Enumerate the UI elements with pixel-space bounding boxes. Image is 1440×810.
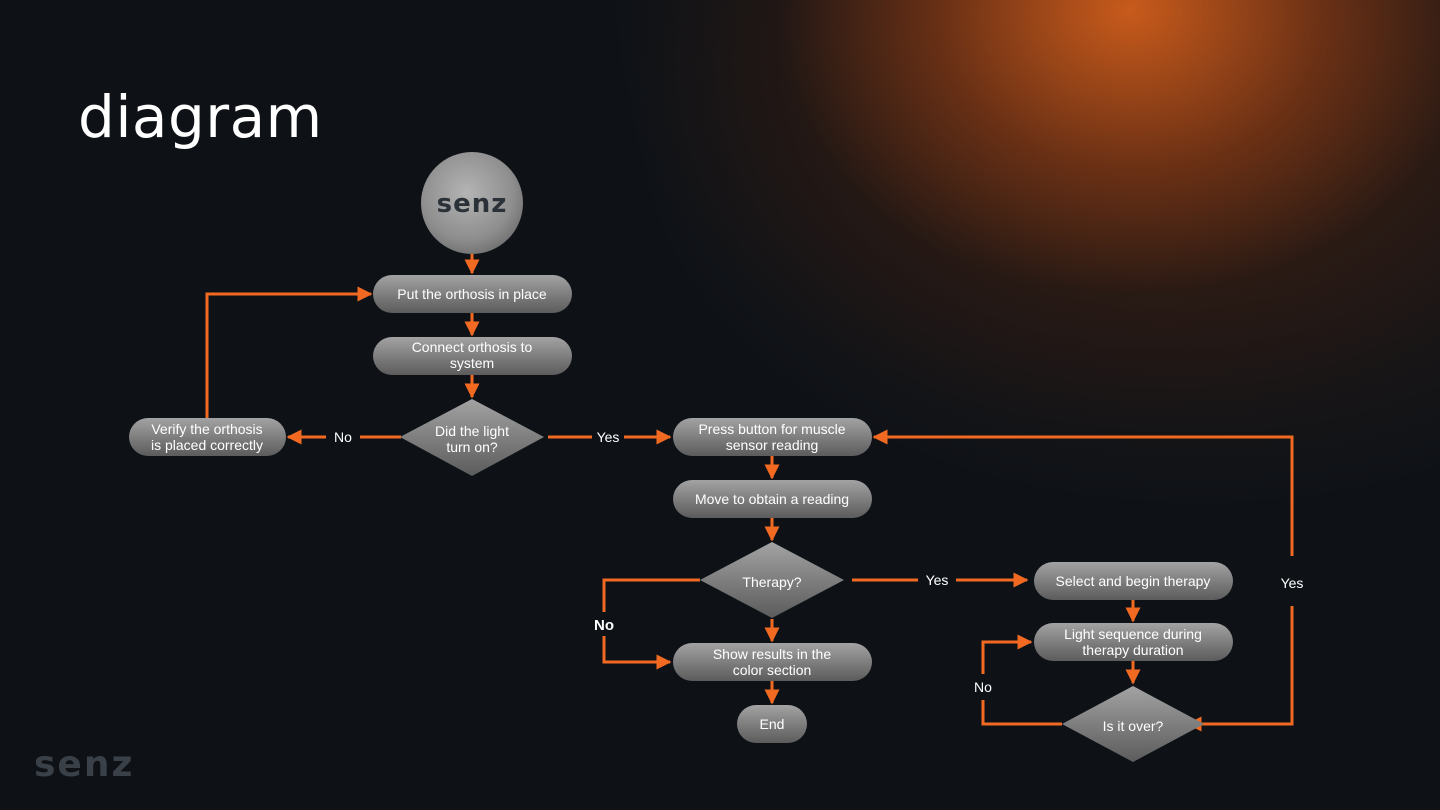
edge-verify-loop [205,286,373,418]
node-light-sequence: Light sequence during therapy duration [1034,623,1233,661]
node-select-therapy: Select and begin therapy [1034,562,1233,600]
start-node: senz [421,152,523,254]
svg-text:Select and begin therapy: Select and begin therapy [1056,573,1211,589]
label-light-yes: Yes [597,429,620,445]
node-move: Move to obtain a reading [673,480,872,518]
svg-text:Verify the orthosis: Verify the orthosis [151,421,262,437]
node-connect: Connect orthosis to system [373,337,572,375]
svg-text:Show results in the: Show results in the [713,646,831,662]
label-over-no: No [974,679,992,695]
svg-text:Press button for muscle: Press button for muscle [698,421,845,437]
node-light-on: Did the light turn on? [400,399,544,476]
svg-text:Light sequence during: Light sequence during [1064,626,1202,642]
node-therapy: Therapy? [700,542,844,618]
svg-text:Is it over?: Is it over? [1103,718,1164,734]
node-verify: Verify the orthosis is placed correctly [129,418,286,456]
page-title: diagram [78,83,323,151]
node-show-results: Show results in the color section [673,643,872,681]
node-is-over: Is it over? [1062,686,1204,762]
svg-text:Therapy?: Therapy? [742,574,801,590]
svg-text:Put the orthosis in place: Put the orthosis in place [397,286,547,302]
svg-text:Did the light: Did the light [435,423,509,439]
label-over-yes: Yes [1281,575,1304,591]
node-press-button: Press button for muscle sensor reading [673,418,872,456]
svg-text:is placed correctly: is placed correctly [151,437,263,453]
edge-therapy-no-b [602,636,672,670]
label-light-no: No [334,429,352,445]
edge-over-no-b [981,634,1033,674]
edge-yes-loop-down [1186,606,1294,732]
svg-text:Move to obtain a reading: Move to obtain a reading [695,491,849,507]
svg-text:color section: color section [733,662,812,678]
node-put-orthosis: Put the orthosis in place [373,275,572,313]
start-logo: senz [437,189,508,219]
label-therapy-no: No [594,617,614,634]
svg-text:Connect orthosis to: Connect orthosis to [412,339,533,355]
edge-labels: No Yes Yes No No Yes [334,429,1303,695]
edge-over-no-a [981,700,1062,726]
svg-text:sensor reading: sensor reading [726,437,819,453]
edge-therapy-no-a [602,578,700,612]
label-therapy-yes: Yes [926,572,949,588]
svg-text:system: system [450,355,494,371]
edges [205,251,1294,732]
node-end: End [737,705,807,743]
svg-text:turn on?: turn on? [446,439,498,455]
svg-text:End: End [760,716,785,732]
edge-yes-loop-up [872,429,1294,556]
footer-logo: senz [34,744,135,785]
svg-text:therapy duration: therapy duration [1082,642,1183,658]
